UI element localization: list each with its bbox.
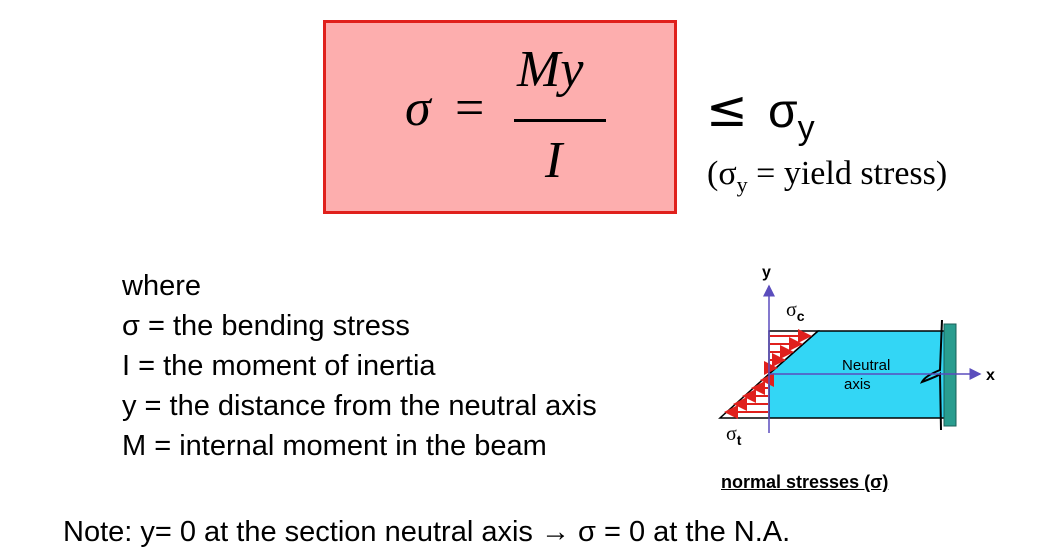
neutral-axis-label-line1: Neutral [842,357,890,374]
formula-numerator: My [517,41,584,98]
sigma-t-subscript: t [737,432,742,448]
yield-limit-subscript: y [797,109,815,147]
compression-arrows [764,329,812,375]
leq-symbol: ≤ [706,80,748,138]
sigma-c-subscript: c [797,308,805,324]
sigma-c-label: σc [786,299,805,324]
tension-arrows [724,373,774,419]
sigma-t-label: σt [726,423,742,448]
y-axis-label: y [762,264,771,281]
break-line [919,319,943,431]
definition-item: σ = the bending stress [122,310,410,342]
yield-note-rest: = yield stress) [747,155,948,192]
fraction-bar [514,119,606,122]
yield-limit: σy [768,85,815,147]
neutral-axis-label-line2: axis [844,376,871,393]
definition-item: I = the moment of inertia [122,350,436,382]
stress-diagram: y x σc σt Neutral axis [718,264,995,448]
sigma-c-symbol: σ [786,299,797,321]
neutral-axis-note: Note: y= 0 at the section neutral axis →… [63,516,791,548]
yield-note-open: (σ [707,155,737,192]
diagram-caption: normal stresses (σ) [721,472,889,492]
sigma-t-symbol: σ [726,423,737,445]
definition-item: y = the distance from the neutral axis [122,390,597,422]
definition-item: M = internal moment in the beam [122,430,547,462]
formula-box [323,20,677,214]
formula-sigma: σ [405,80,431,137]
x-axis-label: x [986,367,995,384]
definitions-list: where σ = the bending stress I = the mom… [122,266,597,466]
yield-stress-note: (σy = yield stress) [707,157,947,196]
formula-denominator: I [545,132,563,189]
wall-support [943,323,957,427]
definitions-heading: where [122,270,201,302]
yield-note-subscript: y [736,172,748,197]
formula-equals: = [455,80,485,137]
yield-limit-symbol: σ [768,85,798,138]
